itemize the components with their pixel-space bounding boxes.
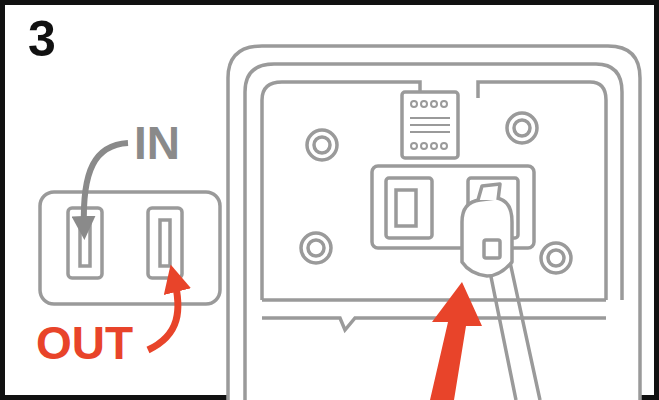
in-label: IN xyxy=(134,120,180,166)
wall-outlet xyxy=(40,192,220,304)
out-label: OUT xyxy=(36,320,133,366)
device-back xyxy=(228,46,640,400)
terminal-block xyxy=(410,101,450,149)
in-arrow xyxy=(84,143,128,228)
step-number: 3 xyxy=(28,14,56,64)
out-arrow xyxy=(148,278,178,350)
power-plug xyxy=(462,184,540,400)
insert-arrow xyxy=(430,282,482,400)
